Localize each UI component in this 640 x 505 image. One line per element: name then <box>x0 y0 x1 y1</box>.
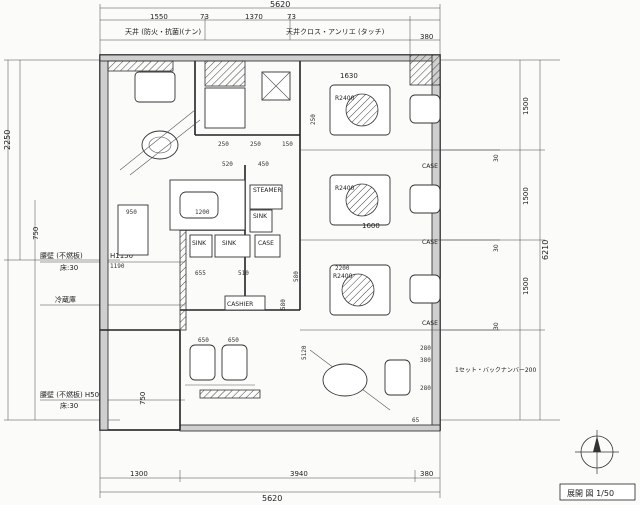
label-case-4: CASE <box>422 320 438 327</box>
dim-top-seg-1: 1550 <box>150 13 168 21</box>
interior-dimensions: 250 250 150 950 520 450 1200 1190 2200 5… <box>110 114 431 424</box>
svg-text:250: 250 <box>218 141 229 148</box>
dim-right-total: 6210 <box>541 240 550 260</box>
label-small-1: R2400 <box>335 95 355 102</box>
dim-counter-2: 1600 <box>362 222 380 230</box>
dim-top-seg-3: 1370 <box>245 13 263 21</box>
note-top-right: 天井クロス・アンリエ (タッチ) <box>286 27 385 36</box>
svg-text:150: 150 <box>282 141 293 148</box>
note-top-left: 天井 (防火・抗菌)(ナン) <box>125 27 201 36</box>
dim-bottom-total: 5620 <box>262 494 282 503</box>
label-steamer: STEAMER <box>253 187 282 194</box>
dim-left-inner: 750 <box>32 227 40 240</box>
title-block-text: 展開 図 1/50 <box>567 489 614 498</box>
dim-bottom-seg-3: 380 <box>420 470 433 478</box>
note-left-3: 腰壁 (不燃板) H500 <box>40 390 104 399</box>
note-left-2: 冷蔵庫 <box>55 295 76 304</box>
note-left-1b: H1150 <box>110 252 133 260</box>
svg-text:1200: 1200 <box>195 209 210 216</box>
svg-text:250: 250 <box>250 141 261 148</box>
label-cashier: CASHIER <box>227 301 253 308</box>
label-case-2: CASE <box>422 163 438 170</box>
equipment-block <box>169 179 283 311</box>
dim-top-seg-4: 73 <box>287 13 296 21</box>
svg-text:650: 650 <box>228 337 239 344</box>
styling-stations <box>300 84 500 411</box>
svg-text:250: 250 <box>310 114 317 125</box>
north-arrow <box>575 430 619 474</box>
svg-text:580: 580 <box>293 271 300 282</box>
dim-top-seg-5: 380 <box>420 33 433 41</box>
label-case-3: CASE <box>422 239 438 246</box>
svg-text:2200: 2200 <box>335 265 350 272</box>
dim-right-small-1: 30 <box>493 154 500 162</box>
dim-bottom-seg-2: 3940 <box>290 470 308 478</box>
note-left-3b: 床:30 <box>60 401 78 410</box>
dim-left-lower: 750 <box>139 392 147 405</box>
label-small-3: R2400 <box>333 273 353 280</box>
dim-right-small-2: 30 <box>493 244 500 252</box>
note-left-1c: 床:30 <box>60 263 78 272</box>
left-basins <box>117 71 201 256</box>
note-left-1: 腰壁 (不燃板) <box>40 251 83 260</box>
svg-text:5120: 5120 <box>301 345 308 360</box>
dim-right-seg-3: 1500 <box>522 277 530 295</box>
svg-text:280: 280 <box>420 385 431 392</box>
dim-right-seg-2: 1500 <box>522 187 530 205</box>
dim-right-seg-1: 1500 <box>522 97 530 115</box>
label-sink-3: SINK <box>222 240 237 247</box>
bottom-dimension-lines <box>99 430 441 498</box>
label-sink-1: SINK <box>253 213 268 220</box>
kitchen-partitions <box>179 60 301 331</box>
label-case-1: CASE <box>258 240 274 247</box>
title-block <box>559 483 636 501</box>
dim-counter-1: 1630 <box>340 72 358 80</box>
lower-basins <box>185 344 261 399</box>
label-small-2: R2400 <box>335 185 355 192</box>
svg-text:450: 450 <box>258 161 269 168</box>
dim-left-outer: 2250 <box>3 130 12 150</box>
svg-text:655: 655 <box>195 270 206 277</box>
svg-text:950: 950 <box>126 209 137 216</box>
top-dimension-lines <box>99 4 441 60</box>
svg-text:580: 580 <box>280 299 287 310</box>
svg-text:510: 510 <box>238 270 249 277</box>
label-sink-2: SINK <box>192 240 207 247</box>
outer-walls <box>99 54 441 432</box>
svg-text:520: 520 <box>222 161 233 168</box>
svg-text:1190: 1190 <box>110 263 125 270</box>
dim-right-small-3: 30 <box>493 322 500 330</box>
svg-text:280: 280 <box>420 345 431 352</box>
svg-text:650: 650 <box>198 337 209 344</box>
dim-bottom-seg-1: 1300 <box>130 470 148 478</box>
dim-top-total: 5620 <box>270 0 290 9</box>
dim-top-seg-2: 73 <box>200 13 209 21</box>
svg-text:65: 65 <box>412 417 420 424</box>
note-right: 1セット・バックナンバー200 <box>455 367 536 374</box>
svg-text:380: 380 <box>420 357 431 364</box>
